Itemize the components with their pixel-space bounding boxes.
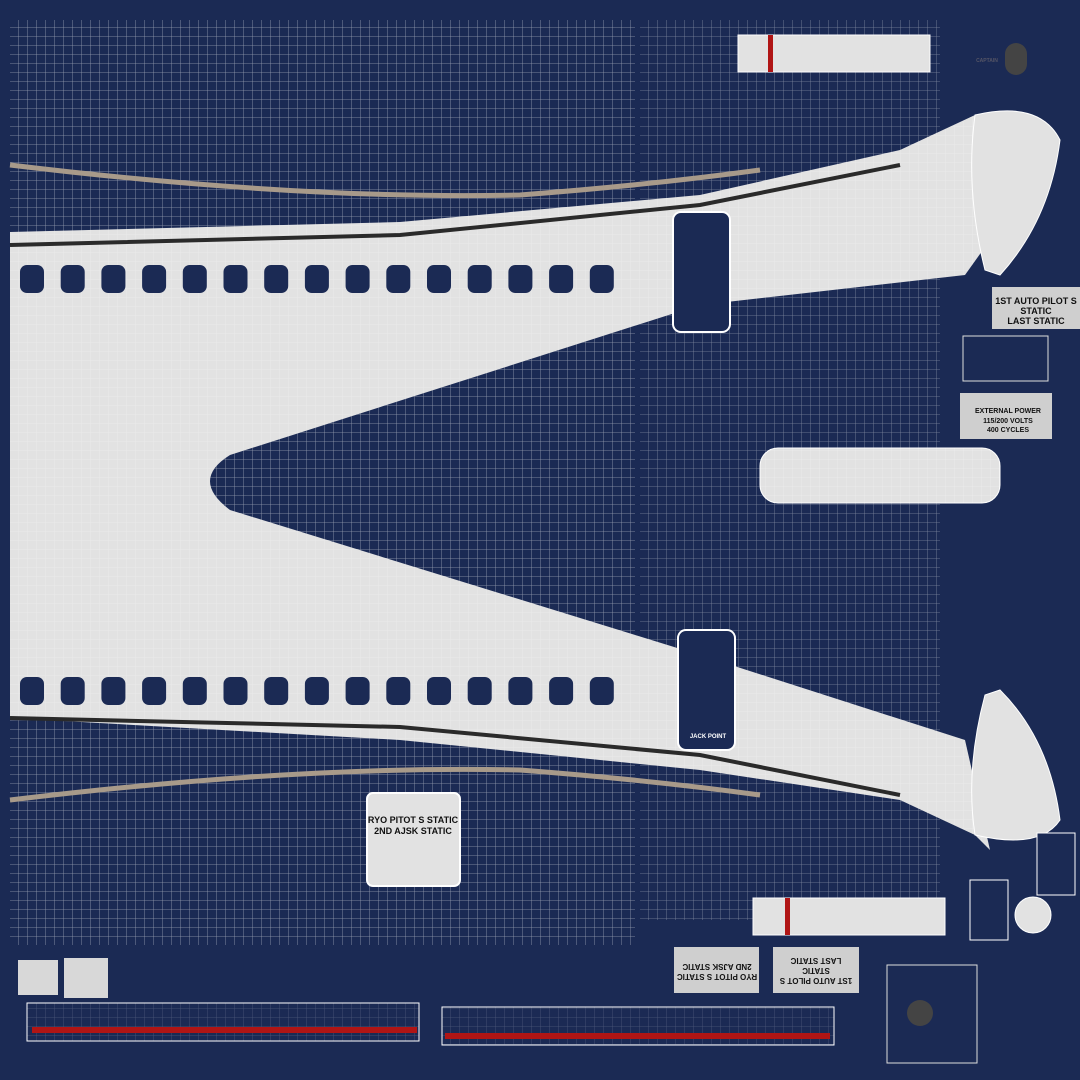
- external-power-line-2: 115/200 VOLTS: [983, 418, 1033, 425]
- window: [264, 265, 289, 293]
- engine-part-grid: [760, 448, 1000, 503]
- external-power-line-3: 400 CYCLES: [987, 427, 1029, 434]
- window: [427, 677, 451, 705]
- pitot-flipped-line-1: RYO PITOT S STATIC: [677, 972, 757, 981]
- stripe-dark-upper: [9, 163, 901, 247]
- captain-label: CAPTAIN: [976, 58, 998, 64]
- stripe-beige-lower: [9, 766, 761, 803]
- autopilot-flipped-line-3: LAST STATIC: [790, 956, 841, 965]
- autopilot-flipped-line-2: STATIC: [802, 966, 830, 975]
- window: [427, 265, 451, 293]
- red-line-right: [445, 1033, 830, 1039]
- window: [467, 677, 492, 705]
- window: [142, 677, 167, 705]
- autopilot-placard-flipped: 1ST AUTO PILOT S STATIC LAST STATIC: [773, 947, 859, 993]
- external-power-line-1: EXTERNAL POWER: [975, 408, 1041, 415]
- captain-handle: [1005, 43, 1027, 75]
- window: [467, 265, 492, 293]
- window: [549, 677, 574, 705]
- window: [223, 265, 248, 293]
- nose-upper: [971, 110, 1061, 276]
- window: [20, 265, 44, 293]
- window: [60, 677, 85, 705]
- autopilot-line-2: STATIC: [1020, 306, 1052, 316]
- red-line-left: [32, 1027, 417, 1033]
- patch-2: [64, 958, 108, 998]
- window: [549, 265, 574, 293]
- window: [589, 265, 614, 293]
- window: [304, 677, 329, 705]
- knob: [907, 1000, 933, 1026]
- red-mark-bottom: [785, 898, 790, 935]
- window: [345, 265, 370, 293]
- stripe-beige-upper: [9, 162, 761, 199]
- window: [182, 677, 207, 705]
- autopilot-placard: [992, 287, 1080, 329]
- strip-bottom-right-grid: [442, 1007, 834, 1045]
- pitot-line-2: 2ND AJSK STATIC: [374, 826, 452, 836]
- blank-placard: [962, 335, 1049, 382]
- fuselage-upper-grid: [10, 115, 990, 850]
- strip-bottom-left-grid: [27, 1003, 419, 1041]
- window: [304, 265, 329, 293]
- window: [101, 677, 126, 705]
- window: [508, 265, 533, 293]
- window: [264, 677, 289, 705]
- nose-lower: [971, 689, 1061, 841]
- side-panel-left: [969, 879, 1009, 941]
- pitot-placard-flipped: RYO PITOT S STATIC 2ND AJSK STATIC: [674, 947, 759, 993]
- wheel-hub: [1014, 896, 1052, 934]
- door-lower: [677, 629, 736, 751]
- window: [101, 265, 126, 293]
- autopilot-line-3: LAST STATIC: [1007, 316, 1065, 326]
- patch-1: [18, 960, 58, 995]
- side-panel-right: [1036, 832, 1076, 896]
- window: [142, 265, 167, 293]
- panel-bottom: [752, 897, 946, 936]
- window: [589, 677, 614, 705]
- stripe-dark-lower: [9, 716, 901, 797]
- pitot-flipped-line-2: 2ND AJSK STATIC: [682, 962, 751, 971]
- red-mark-top: [768, 35, 773, 72]
- pitot-placard: [366, 792, 461, 887]
- window: [182, 265, 207, 293]
- panel-bottom-right: [886, 964, 978, 1064]
- jack-point-label: JACK POINT: [690, 734, 727, 740]
- window: [345, 677, 370, 705]
- window: [60, 265, 85, 293]
- window: [20, 677, 44, 705]
- panel-top: [737, 34, 931, 73]
- window: [223, 677, 248, 705]
- autopilot-line-1: 1ST AUTO PILOT S: [995, 296, 1077, 306]
- window: [386, 265, 411, 293]
- window-row-group: [20, 265, 614, 705]
- window: [386, 677, 411, 705]
- external-power-placard: [960, 393, 1052, 439]
- autopilot-flipped-line-1: 1ST AUTO PILOT S: [779, 976, 852, 985]
- door-upper: [672, 211, 731, 333]
- window: [508, 677, 533, 705]
- pitot-line-1: RYO PITOT S STATIC: [368, 815, 459, 825]
